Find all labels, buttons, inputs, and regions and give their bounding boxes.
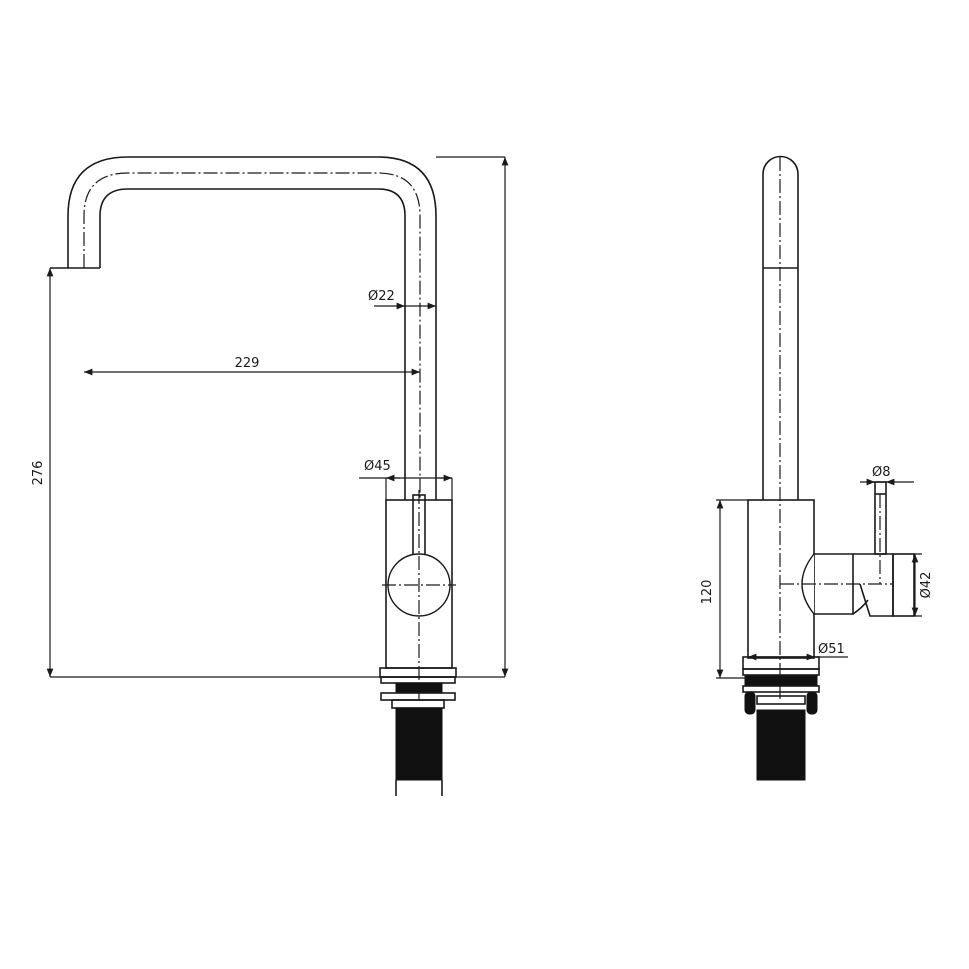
body — [382, 474, 456, 700]
dimension-spout-reach: 229 — [83, 356, 420, 376]
dimension-handle-diameter: Ø42 — [911, 553, 934, 617]
dimension-label-lever-diameter: Ø8 — [872, 465, 891, 480]
dimension-label-spout-reach: 229 — [235, 356, 260, 371]
dimension-label-body-height: 120 — [700, 580, 715, 605]
dimension-label-base-diameter: Ø51 — [818, 642, 845, 657]
spout — [50, 156, 437, 500]
dimension-body-diameter: Ø45 — [359, 459, 453, 500]
dimension-label-handle-diameter: Ø42 — [919, 572, 934, 599]
dimension-lever-diameter: Ø8 — [860, 465, 914, 486]
dimension-label-spout-diameter: Ø22 — [368, 289, 395, 304]
dimension-base-diameter: Ø51 — [748, 642, 848, 661]
body-side — [747, 481, 915, 659]
dimension-label-overall-height: 276 — [31, 461, 46, 486]
base-fitting-side — [742, 656, 820, 781]
side-view: 120 Ø51 Ø8 Ø42 — [700, 155, 934, 781]
dimension-label-body-diameter: Ø45 — [364, 459, 391, 474]
front-view: 276 229 Ø22 Ø45 — [31, 156, 509, 796]
dimension-overall-height: 276 — [31, 156, 509, 678]
base-fitting — [379, 667, 457, 796]
spout-side — [762, 155, 799, 700]
dimension-body-height: 120 — [700, 499, 748, 679]
dimension-spout-diameter: Ø22 — [368, 289, 436, 310]
